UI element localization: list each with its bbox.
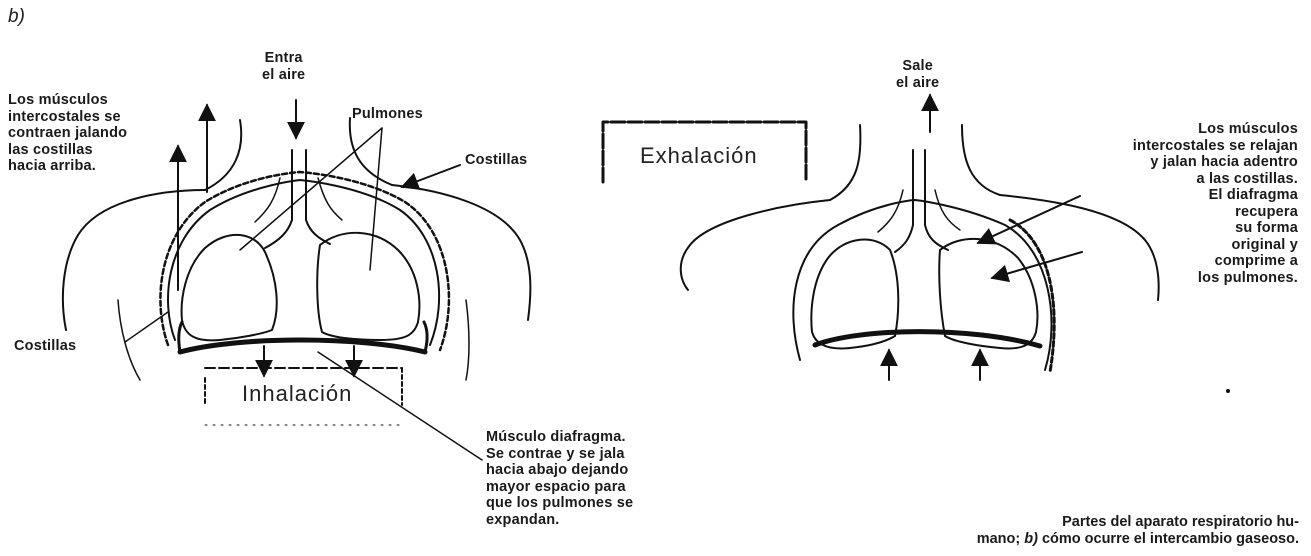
caption-line-2-prefix: mano; <box>977 531 1025 547</box>
exh-left-shoulder <box>681 200 830 290</box>
exh-rib-cage-outline <box>793 200 1051 370</box>
rib-cage-outline <box>168 180 439 345</box>
ribs-label-left: Costillas <box>14 338 76 355</box>
right-shoulder-outline <box>392 185 530 320</box>
inhalation-title: Inhalación <box>242 381 352 407</box>
panel-letter: b) <box>8 6 25 28</box>
trachea-right-wall <box>306 150 330 244</box>
ribs-label-right: Costillas <box>465 152 527 169</box>
right-arm-line <box>466 300 469 380</box>
exh-diaphragm <box>815 332 1040 346</box>
neck-left-line <box>205 120 241 190</box>
diaphragm-text: Músculo diafragma. Se contrae y se jala … <box>486 429 633 528</box>
left-lung <box>182 235 277 341</box>
rib-cage-texture <box>160 172 449 350</box>
air-in-label: Entra el aire <box>262 50 305 83</box>
exhalation-title: Exhalación <box>640 143 758 169</box>
neck-right-line <box>350 118 392 185</box>
air-out-label: Sale el aire <box>896 58 939 91</box>
exhalation-intercostal-text: Los músculos intercostales se relajan y … <box>1133 121 1298 286</box>
ribs-pointer-right <box>402 165 460 187</box>
caption-line-1: Partes del aparato respiratorio hu- <box>977 514 1299 531</box>
caption-line-2-italic: b) <box>1024 531 1038 547</box>
figure-caption: Partes del aparato respiratorio hu- mano… <box>977 514 1299 548</box>
exh-pointer-2 <box>992 252 1082 278</box>
caption-line-2: mano; b) cómo ocurre el intercambio gase… <box>977 531 1299 548</box>
inhalation-intercostal-text: Los músculos intercostales se contraen j… <box>8 92 127 175</box>
caption-line-2-suffix: cómo ocurre el intercambio gaseoso. <box>1038 531 1299 547</box>
diaphragm <box>180 340 425 352</box>
lungs-label: Pulmones <box>352 106 423 123</box>
right-lung <box>317 233 419 340</box>
left-shoulder-outline <box>63 190 205 330</box>
lungs-pointer-left <box>240 128 382 250</box>
trachea-left-wall <box>265 150 292 248</box>
ribs-pointer-left <box>125 312 168 342</box>
